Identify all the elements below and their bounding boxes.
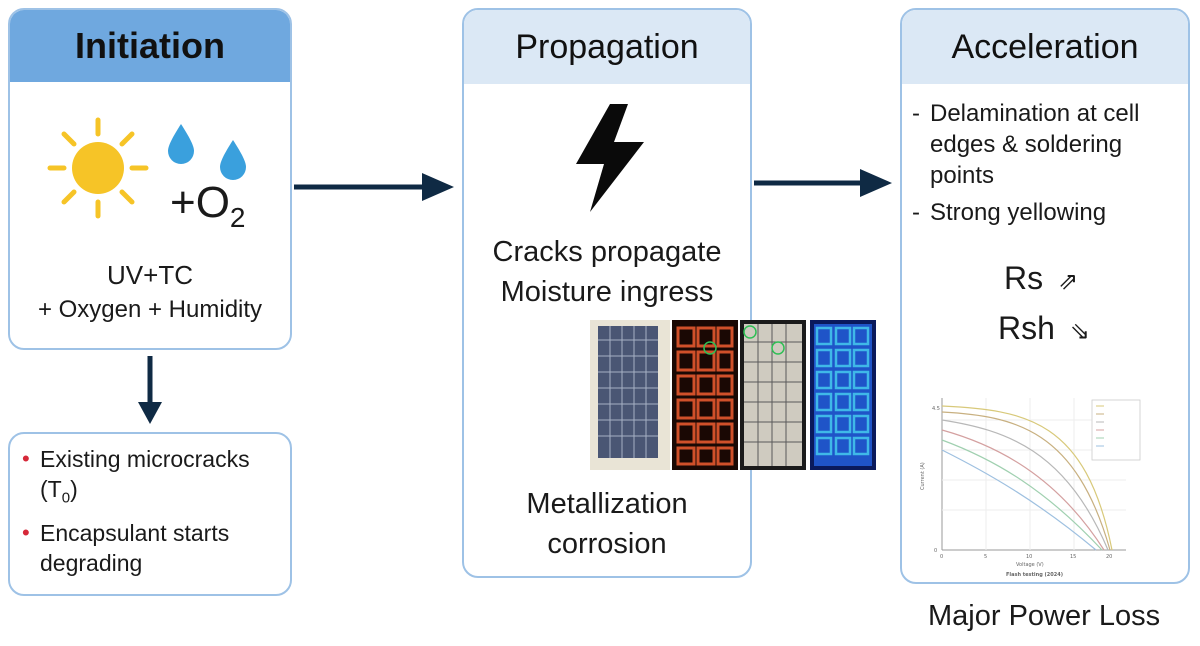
propagation-header: Propagation (464, 10, 750, 84)
detail-suffix: ) (70, 476, 78, 502)
x-axis-label: Voltage (V) (1016, 562, 1044, 568)
el-image-blue (810, 320, 876, 470)
list-item: - Delamination at cell edges & soldering… (912, 98, 1182, 191)
rs-label: Rs (1004, 260, 1044, 296)
initiation-panel: Initiation +O2 UV+TC + Oxygen + Humidity (8, 8, 292, 350)
list-item: • Existing microcracks (T0) (10, 444, 290, 514)
el-image-gray (740, 320, 806, 470)
initiation-line2: + Oxygen + Humidity (37, 296, 263, 323)
bullet-text: Strong yellowing (930, 199, 1107, 226)
x-tick: 0 (940, 554, 943, 560)
initiation-details-list: • Existing microcracks (T0) • Encapsulan… (10, 444, 290, 578)
propagation-line2: Moisture ingress (500, 276, 714, 308)
sun-icon (47, 117, 149, 219)
bullet-text: Delamination at cell edges & soldering p… (930, 100, 1140, 189)
module-images (590, 320, 876, 470)
x-tick: 15 (1070, 554, 1076, 560)
propagation-panel: Propagation Cracks propagate Moisture in… (462, 8, 752, 578)
propagation-line4: corrosion (547, 528, 667, 560)
right-arrow-2 (754, 169, 892, 197)
right-arrow-1 (294, 173, 454, 201)
lightning-bolt-icon (576, 104, 644, 212)
list-item: • Encapsulant starts degrading (10, 518, 290, 578)
bullet-dot: • (22, 519, 30, 545)
detail-text: Existing microcracks (T (40, 446, 250, 502)
acceleration-bullets: - Delamination at cell edges & soldering… (912, 98, 1182, 228)
bullet-dot: • (22, 446, 30, 471)
water-drop-icon (220, 140, 246, 180)
oxygen-prefix: +O (170, 178, 230, 227)
initiation-title: Initiation (75, 25, 225, 66)
bullet-dash: - (912, 199, 920, 226)
down-arrow (138, 356, 162, 424)
iv-curve-plot: 0 5 10 15 20 0 4.5 Voltage (V) Current (… (916, 390, 1146, 580)
y-tick: 4.5 (932, 406, 940, 412)
x-tick: 5 (984, 554, 987, 560)
acceleration-panel: Acceleration - Delamination at cell edge… (900, 8, 1190, 584)
rsh-indicator: Rsh ⇘ (998, 310, 1090, 347)
propagation-title: Propagation (515, 27, 699, 66)
oxygen-subscript: 2 (229, 201, 246, 233)
initiation-header: Initiation (10, 10, 290, 82)
plot-caption: Flash testing (2024) (1006, 572, 1063, 578)
x-tick: 10 (1026, 554, 1032, 560)
water-drop-icon (168, 124, 194, 164)
rsh-label: Rsh (998, 310, 1055, 346)
down-right-arrow-icon: ⇘ (1069, 318, 1090, 345)
oxygen-label: +O2 (170, 178, 246, 243)
major-power-loss-label: Major Power Loss (928, 600, 1161, 632)
up-right-arrow-icon: ⇗ (1058, 268, 1079, 295)
acceleration-header: Acceleration (902, 10, 1188, 84)
detail-subscript: 0 (61, 489, 71, 507)
y-axis-label: Current (A) (920, 462, 926, 490)
initiation-details-panel: • Existing microcracks (T0) • Encapsulan… (8, 432, 292, 596)
propagation-line1: Cracks propagate (492, 236, 722, 268)
detail-text: Encapsulant starts degrading (40, 519, 230, 576)
bullet-dash: - (912, 100, 920, 127)
acceleration-title: Acceleration (951, 27, 1139, 66)
module-photo (590, 320, 670, 470)
propagation-line3: Metallization (526, 488, 688, 520)
el-image-red (672, 320, 738, 470)
initiation-line1: UV+TC (107, 260, 193, 290)
list-item: - Strong yellowing (912, 197, 1182, 228)
y-tick: 0 (934, 548, 937, 554)
rs-indicator: Rs ⇗ (1004, 260, 1078, 297)
x-tick: 20 (1106, 554, 1112, 560)
